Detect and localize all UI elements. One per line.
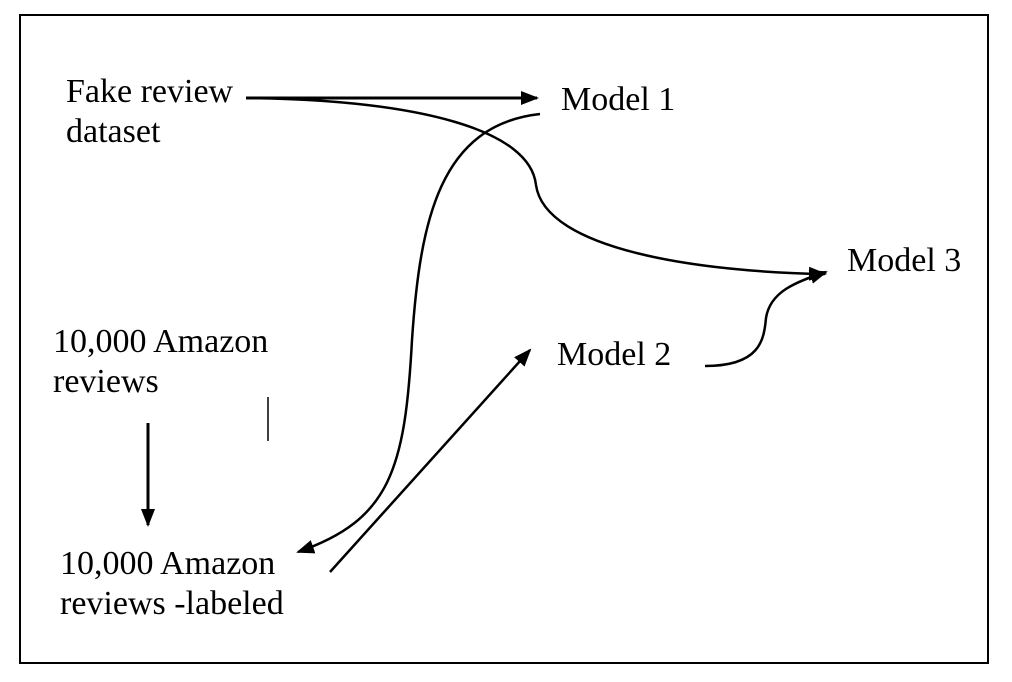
edge-fake-review-to-model-3 xyxy=(245,96,827,281)
node-model-2: Model 2 xyxy=(557,335,671,375)
node-amazon-reviews-labeled: 10,000 Amazon reviews -labeled xyxy=(60,544,284,624)
node-label-line: Fake review xyxy=(66,73,234,110)
node-label-line: reviews -labeled xyxy=(60,585,284,622)
edge-model-1-to-amazon-labeled xyxy=(296,112,541,554)
node-label-line: 10,000 Amazon xyxy=(53,323,269,360)
edge-model-2-to-model-3 xyxy=(704,270,828,368)
node-model-3: Model 3 xyxy=(847,241,961,281)
node-model-1: Model 1 xyxy=(561,80,675,120)
node-label: Model 3 xyxy=(847,242,962,279)
edge-amazon-labeled-to-model-2 xyxy=(329,348,532,573)
node-amazon-reviews: 10,000 Amazon reviews xyxy=(53,322,268,402)
node-label-line: reviews xyxy=(53,363,159,400)
node-label: Model 1 xyxy=(561,81,676,118)
node-label: Model 2 xyxy=(557,336,672,373)
node-fake-review-dataset: Fake review dataset xyxy=(66,72,233,152)
diagram-frame xyxy=(19,14,989,664)
node-label-line: dataset xyxy=(66,113,161,150)
node-label-line: 10,000 Amazon xyxy=(60,545,276,582)
